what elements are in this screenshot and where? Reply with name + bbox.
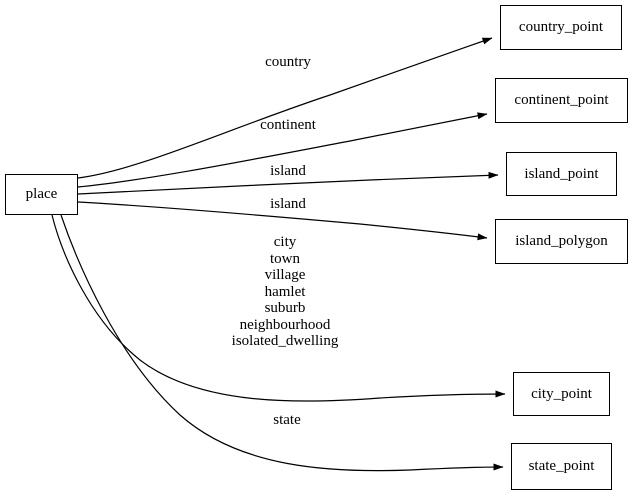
edge-place-to-island_point (77, 171, 499, 195)
edge-label-island_point: island (270, 163, 306, 179)
node-city_point[interactable]: city_point (513, 372, 610, 416)
node-state_point[interactable]: state_point (511, 443, 612, 490)
node-label: continent_point (514, 92, 609, 108)
node-label: place (25, 186, 58, 202)
edge-label-island_polygon: island (270, 196, 306, 212)
node-island_point[interactable]: island_point (506, 152, 617, 196)
node-label: state_point (528, 458, 595, 474)
node-label: island_polygon (515, 233, 608, 249)
edge-label-continent_point: continent (260, 117, 316, 133)
edge-place-to-state_point (60, 214, 504, 472)
node-label: country_point (518, 19, 604, 35)
edge-place-to-country_point (77, 37, 493, 179)
edge-place-to-city_point (51, 214, 506, 402)
node-label: island_point (524, 165, 599, 182)
edge-path-group (51, 37, 506, 472)
edge-place-to-island_polygon (77, 201, 488, 241)
node-label: city_point (531, 385, 592, 402)
edge-label-state_point: state (273, 412, 301, 428)
edge-label-city_point: city town village hamlet suburb neighbou… (231, 234, 339, 349)
node-island_polygon[interactable]: island_polygon (495, 219, 628, 264)
node-country_point[interactable]: country_point (500, 5, 622, 50)
edge-label-country_point: country (265, 54, 311, 70)
node-continent_point[interactable]: continent_point (495, 78, 628, 123)
edge-place-to-continent_point (77, 112, 488, 188)
node-place[interactable]: place (5, 174, 78, 215)
